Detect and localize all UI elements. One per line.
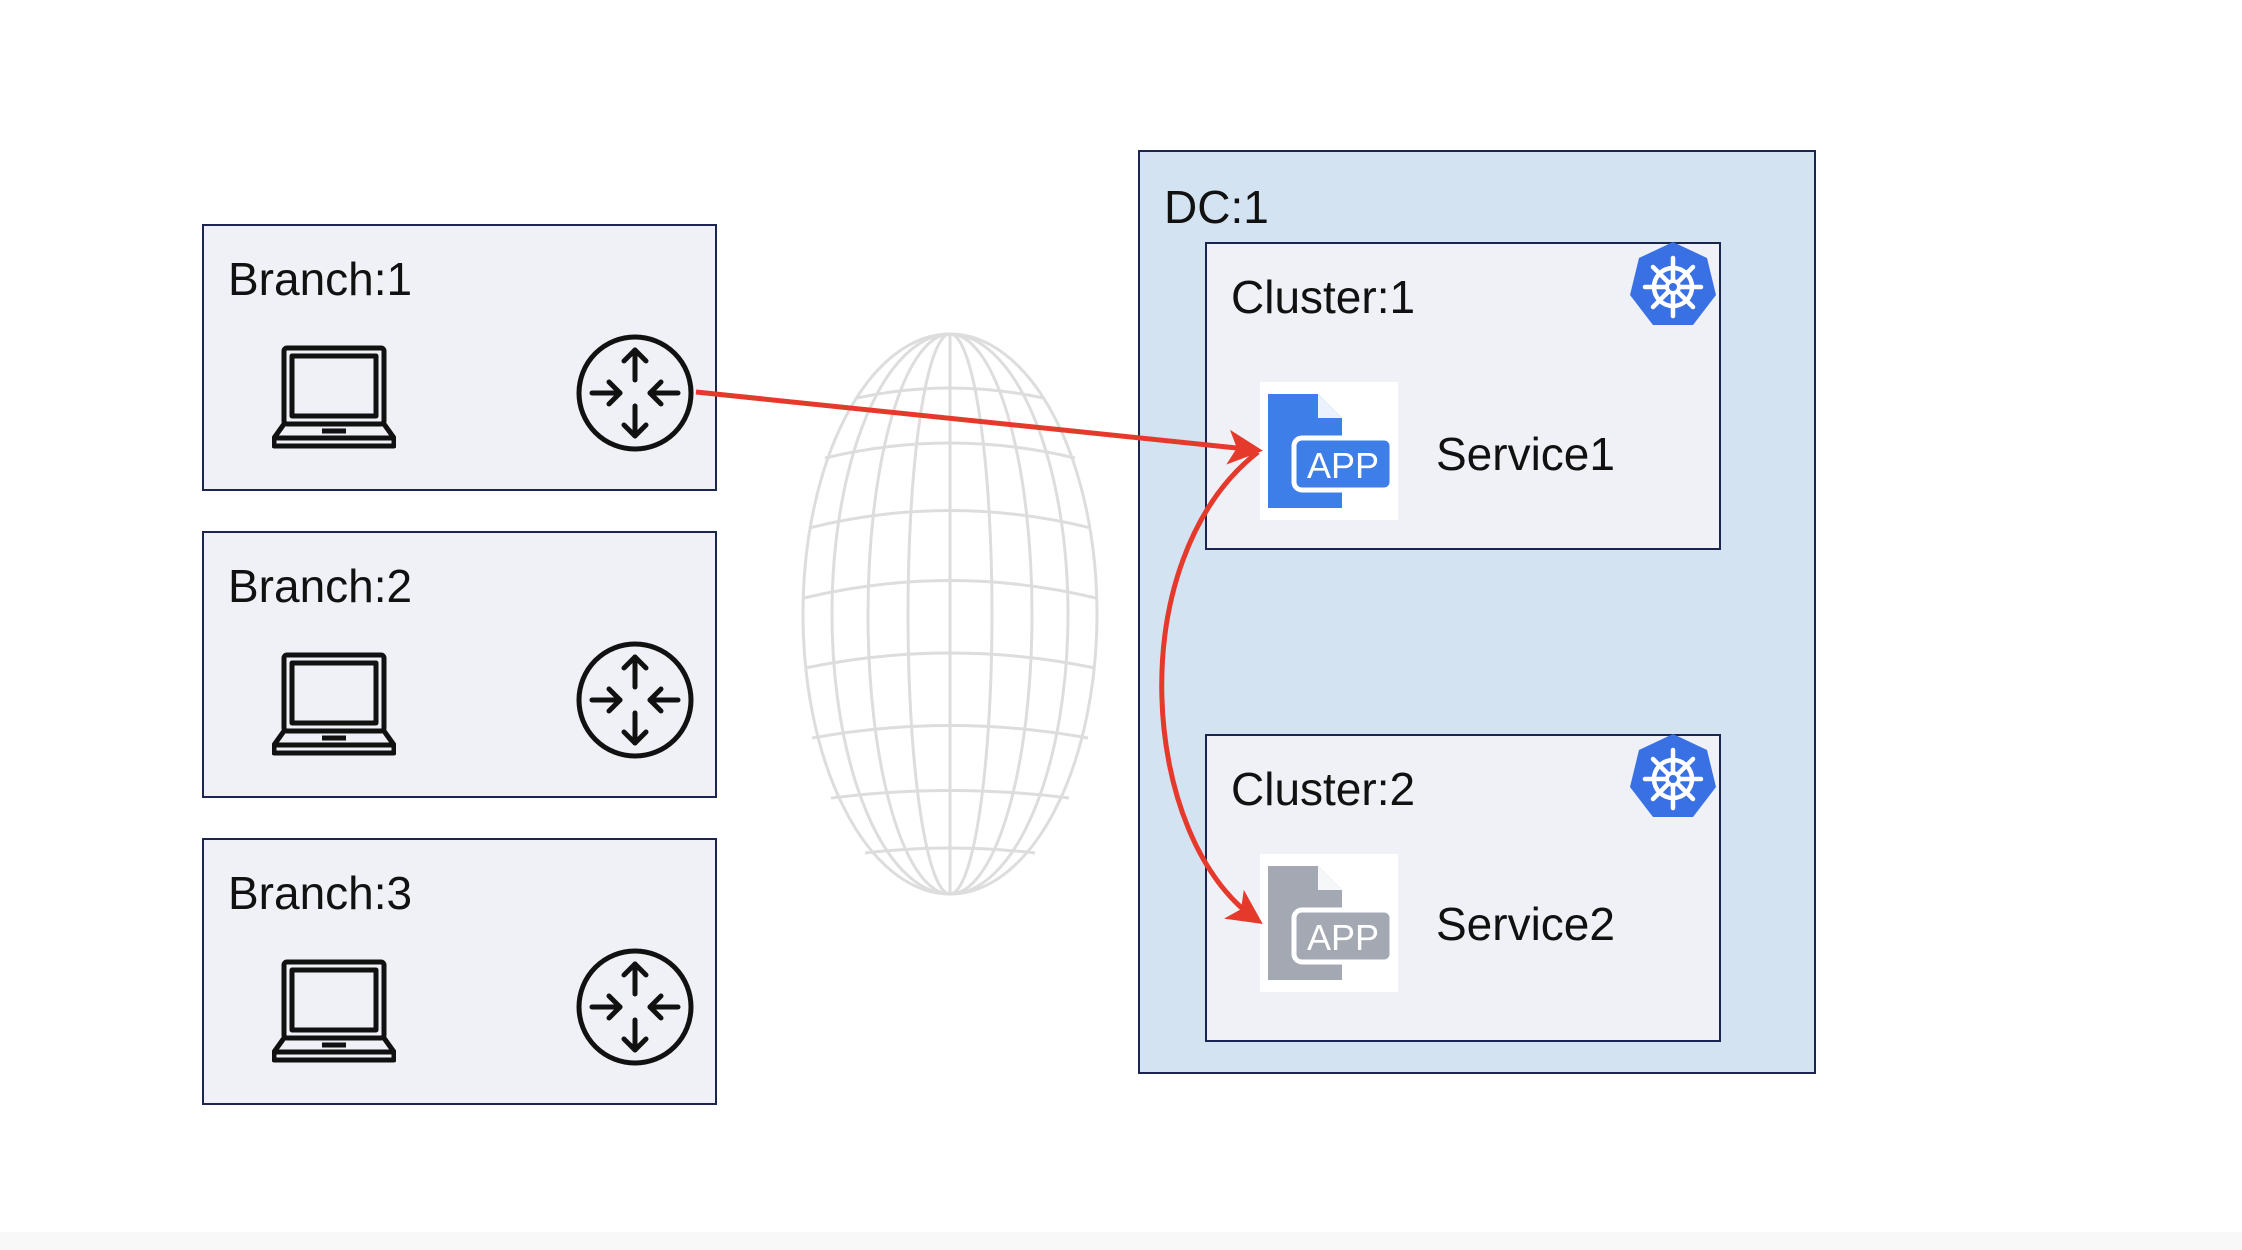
- branch-label: Branch:3: [228, 867, 413, 919]
- service-1-label: Service1: [1436, 428, 1615, 480]
- branch-3-box: Branch:3: [202, 838, 717, 1105]
- kubernetes-icon: [1630, 734, 1716, 817]
- app-text: APP: [1307, 917, 1379, 958]
- app-icon: APP: [1260, 854, 1398, 992]
- router-icon: [576, 641, 694, 759]
- cluster-label: Cluster:1: [1231, 271, 1416, 323]
- cluster-1-box: Cluster:1 APP Service1: [1205, 242, 1721, 550]
- bottom-strip: [0, 1232, 2242, 1250]
- service-2-label: Service2: [1436, 898, 1615, 950]
- branch-2-box: Branch:2: [202, 531, 717, 798]
- laptop-icon: [272, 959, 396, 1063]
- kubernetes-icon: [1630, 242, 1716, 325]
- laptop-icon: [272, 652, 396, 756]
- laptop-icon: [272, 345, 396, 449]
- app-text: APP: [1307, 445, 1379, 486]
- branch-label: Branch:2: [228, 560, 413, 612]
- branch-1-box: Branch:1: [202, 224, 717, 491]
- router-icon: [576, 948, 694, 1066]
- router-icon: [576, 334, 694, 452]
- globe-icon: [801, 332, 1099, 896]
- datacenter-label: DC:1: [1164, 181, 1269, 233]
- cluster-label: Cluster:2: [1231, 763, 1416, 815]
- app-icon: APP: [1260, 382, 1398, 520]
- cluster-2-box: Cluster:2 APP Service2: [1205, 734, 1721, 1042]
- branch-label: Branch:1: [228, 253, 413, 305]
